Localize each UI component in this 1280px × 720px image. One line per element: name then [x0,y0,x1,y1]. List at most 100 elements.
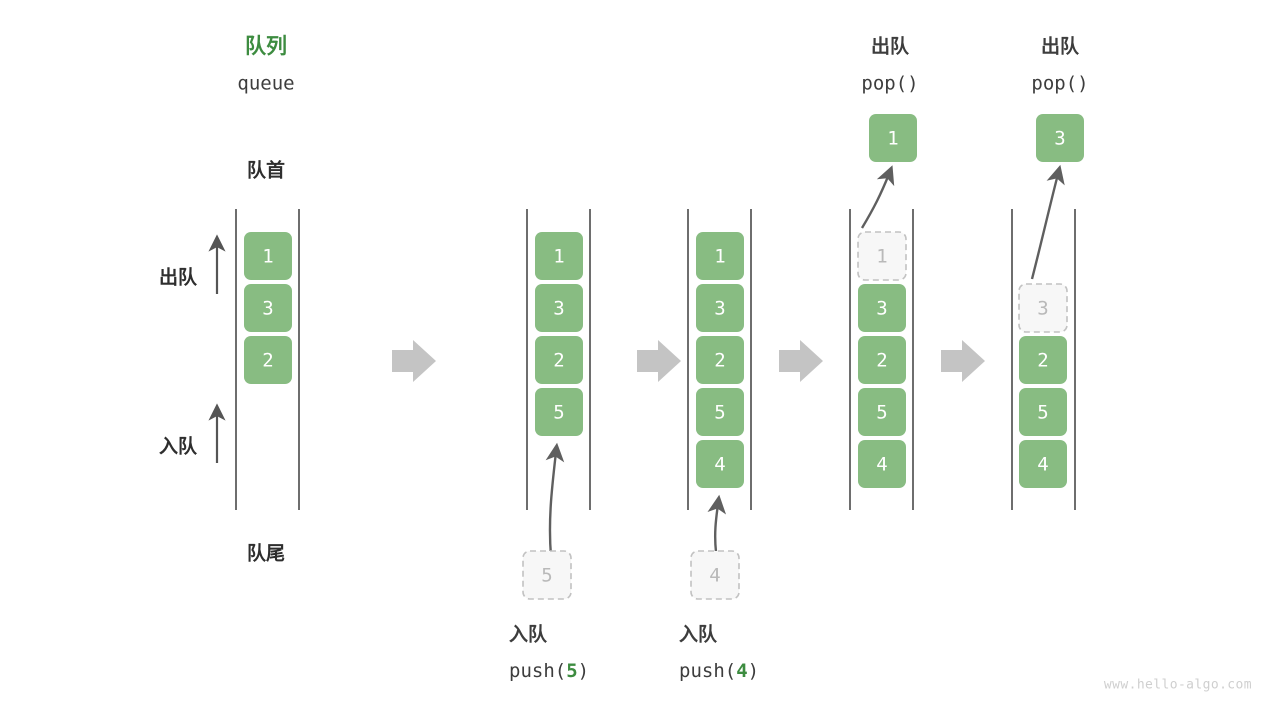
step-arrow [392,340,436,382]
dequeue-direction-indicator: 出队 [159,234,226,294]
cell-box [696,232,744,280]
popped-box [1036,114,1084,162]
queue-cell-ghost: 1 [857,231,907,281]
cell-value: 1 [262,246,273,268]
popped-value: 3 [1054,128,1065,150]
operation-label-cjk: 入队 [679,623,718,646]
step-arrow [941,340,985,382]
cell-value: 3 [876,298,887,320]
dequeue-direction-label: 出队 [159,266,198,289]
queue-cell: 4 [858,440,906,488]
operation-close: ) [578,660,589,682]
operation-close: ) [748,660,759,682]
queue-cell: 1 [696,232,744,280]
cell-box [696,284,744,332]
cell-box [696,336,744,384]
cell-box [535,284,583,332]
cell-value: 2 [1037,350,1048,372]
cell-value: 1 [553,246,564,268]
enqueue-motion-arrow [707,494,727,553]
cell-box [244,336,292,384]
column-header-call: pop() [861,73,918,95]
queue-cell: 1 [535,232,583,280]
cell-value: 5 [1037,402,1048,424]
operation-argument: 4 [736,660,747,682]
cell-box [244,232,292,280]
cell-value: 5 [714,402,725,424]
ghost-value: 5 [541,565,552,587]
queue-rear-label: 队尾 [247,542,285,565]
queue-column-pop-3: 出队 pop() 3 3 2 5 4 [1011,35,1089,510]
queue-cell: 5 [696,388,744,436]
queue-cell: 5 [858,388,906,436]
dequeue-motion-arrow [860,165,895,229]
enqueue-motion-arrow [545,442,565,557]
queue-cell: 2 [696,336,744,384]
operation-call: push( [679,660,736,682]
enqueue-direction-indicator: 入队 [159,403,226,463]
queue-cell: 3 [858,284,906,332]
cell-box [1019,388,1067,436]
queue-cell: 5 [1019,388,1067,436]
operation-signature: push(5) [509,660,589,682]
column-header-cjk: 出队 [871,35,910,58]
queue-column-push-5: 1 3 2 5 5 入队 push(5) [509,209,591,682]
step-arrow [779,340,823,382]
operation-argument: 5 [566,660,577,682]
cell-box [535,336,583,384]
cell-box [535,388,583,436]
incoming-ghost-cell: 5 [522,550,572,600]
queue-cell-ghost: 3 [1018,283,1068,333]
cell-box [1019,336,1067,384]
cell-box [858,440,906,488]
ghost-value: 4 [709,565,720,587]
ghost-box [857,231,907,281]
queue-cell: 5 [535,388,583,436]
queue-column-initial: 1 3 2 [235,209,300,510]
cell-box [858,388,906,436]
cell-value: 4 [876,454,887,476]
cell-value: 3 [262,298,273,320]
cell-box [244,284,292,332]
incoming-ghost-cell: 4 [690,550,740,600]
ghost-value: 3 [1037,298,1048,320]
operation-label-cjk: 入队 [509,623,548,646]
queue-cell: 1 [244,232,292,280]
cell-value: 3 [714,298,725,320]
queue-cell: 2 [858,336,906,384]
queue-column-push-4: 1 3 2 5 4 4 入队 [679,209,759,682]
queue-column-pop-1: 出队 pop() 1 1 3 2 5 [849,35,919,510]
column-header-cjk: 出队 [1041,35,1080,58]
ghost-value: 1 [876,246,887,268]
ghost-box [522,550,572,600]
cell-value: 4 [1037,454,1048,476]
dequeue-motion-arrow [1030,164,1065,280]
popped-value: 1 [887,128,898,150]
queue-cell: 3 [696,284,744,332]
queue-cell: 4 [696,440,744,488]
cell-value: 2 [553,350,564,372]
operation-signature: push(4) [679,660,759,682]
cell-value: 1 [714,246,725,268]
cell-box [1019,440,1067,488]
queue-cell: 3 [535,284,583,332]
cell-box [858,284,906,332]
queue-front-label: 队首 [247,159,285,182]
site-watermark: www.hello-algo.com [1104,678,1252,693]
column-header-call: pop() [1031,73,1088,95]
queue-cell: 2 [1019,336,1067,384]
cell-value: 5 [553,402,564,424]
ghost-box [690,550,740,600]
diagram-title-cjk: 队列 [245,34,287,58]
enqueue-direction-label: 入队 [159,435,198,458]
queue-cell: 2 [244,336,292,384]
popped-box [869,114,917,162]
cell-value: 3 [553,298,564,320]
queue-cell: 4 [1019,440,1067,488]
queue-cell: 2 [535,336,583,384]
cell-box [858,336,906,384]
cell-value: 2 [876,350,887,372]
cell-box [535,232,583,280]
